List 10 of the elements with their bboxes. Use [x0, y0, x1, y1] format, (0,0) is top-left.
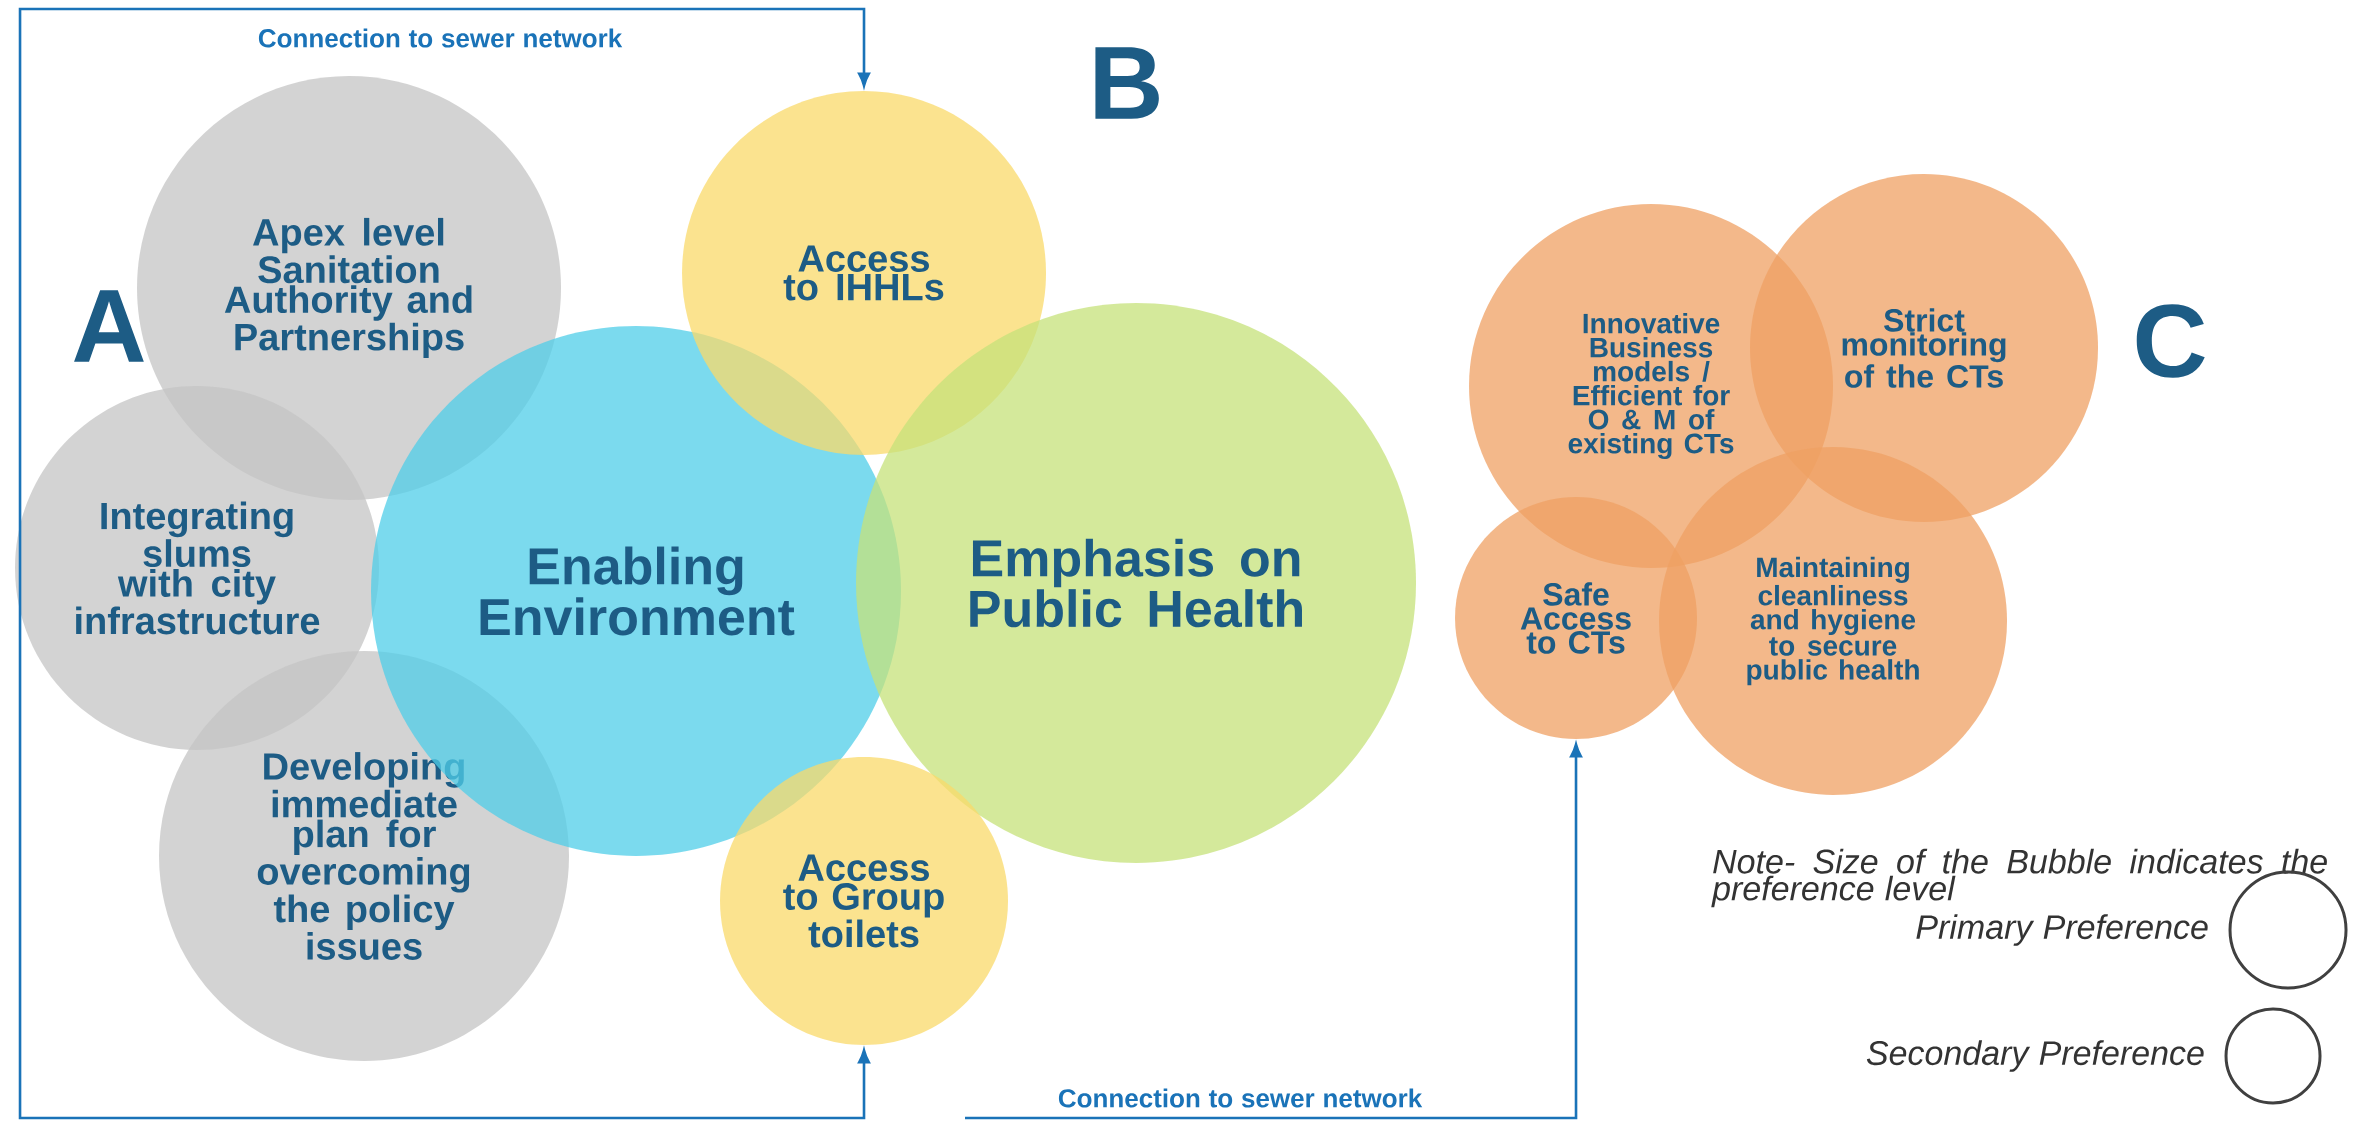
- edge-label: Connection to sewer network: [1058, 1088, 1423, 1108]
- section-letter: C: [2136, 304, 2205, 378]
- note-text: Note- Size of the Bubble indicates the preference level: [1711, 848, 2327, 908]
- section-letter: B: [1095, 47, 1159, 119]
- edge-label: Connection to sewer network: [258, 28, 623, 48]
- connector-arrow: [18, 612, 870, 1120]
- legend-item: Secondary Preference: [1866, 1007, 2322, 1105]
- connector-arrow: [18, 7, 870, 613]
- bubble: Access to Group toilets: [720, 757, 1008, 1045]
- bubble: Access to IHHLs: [682, 91, 1046, 455]
